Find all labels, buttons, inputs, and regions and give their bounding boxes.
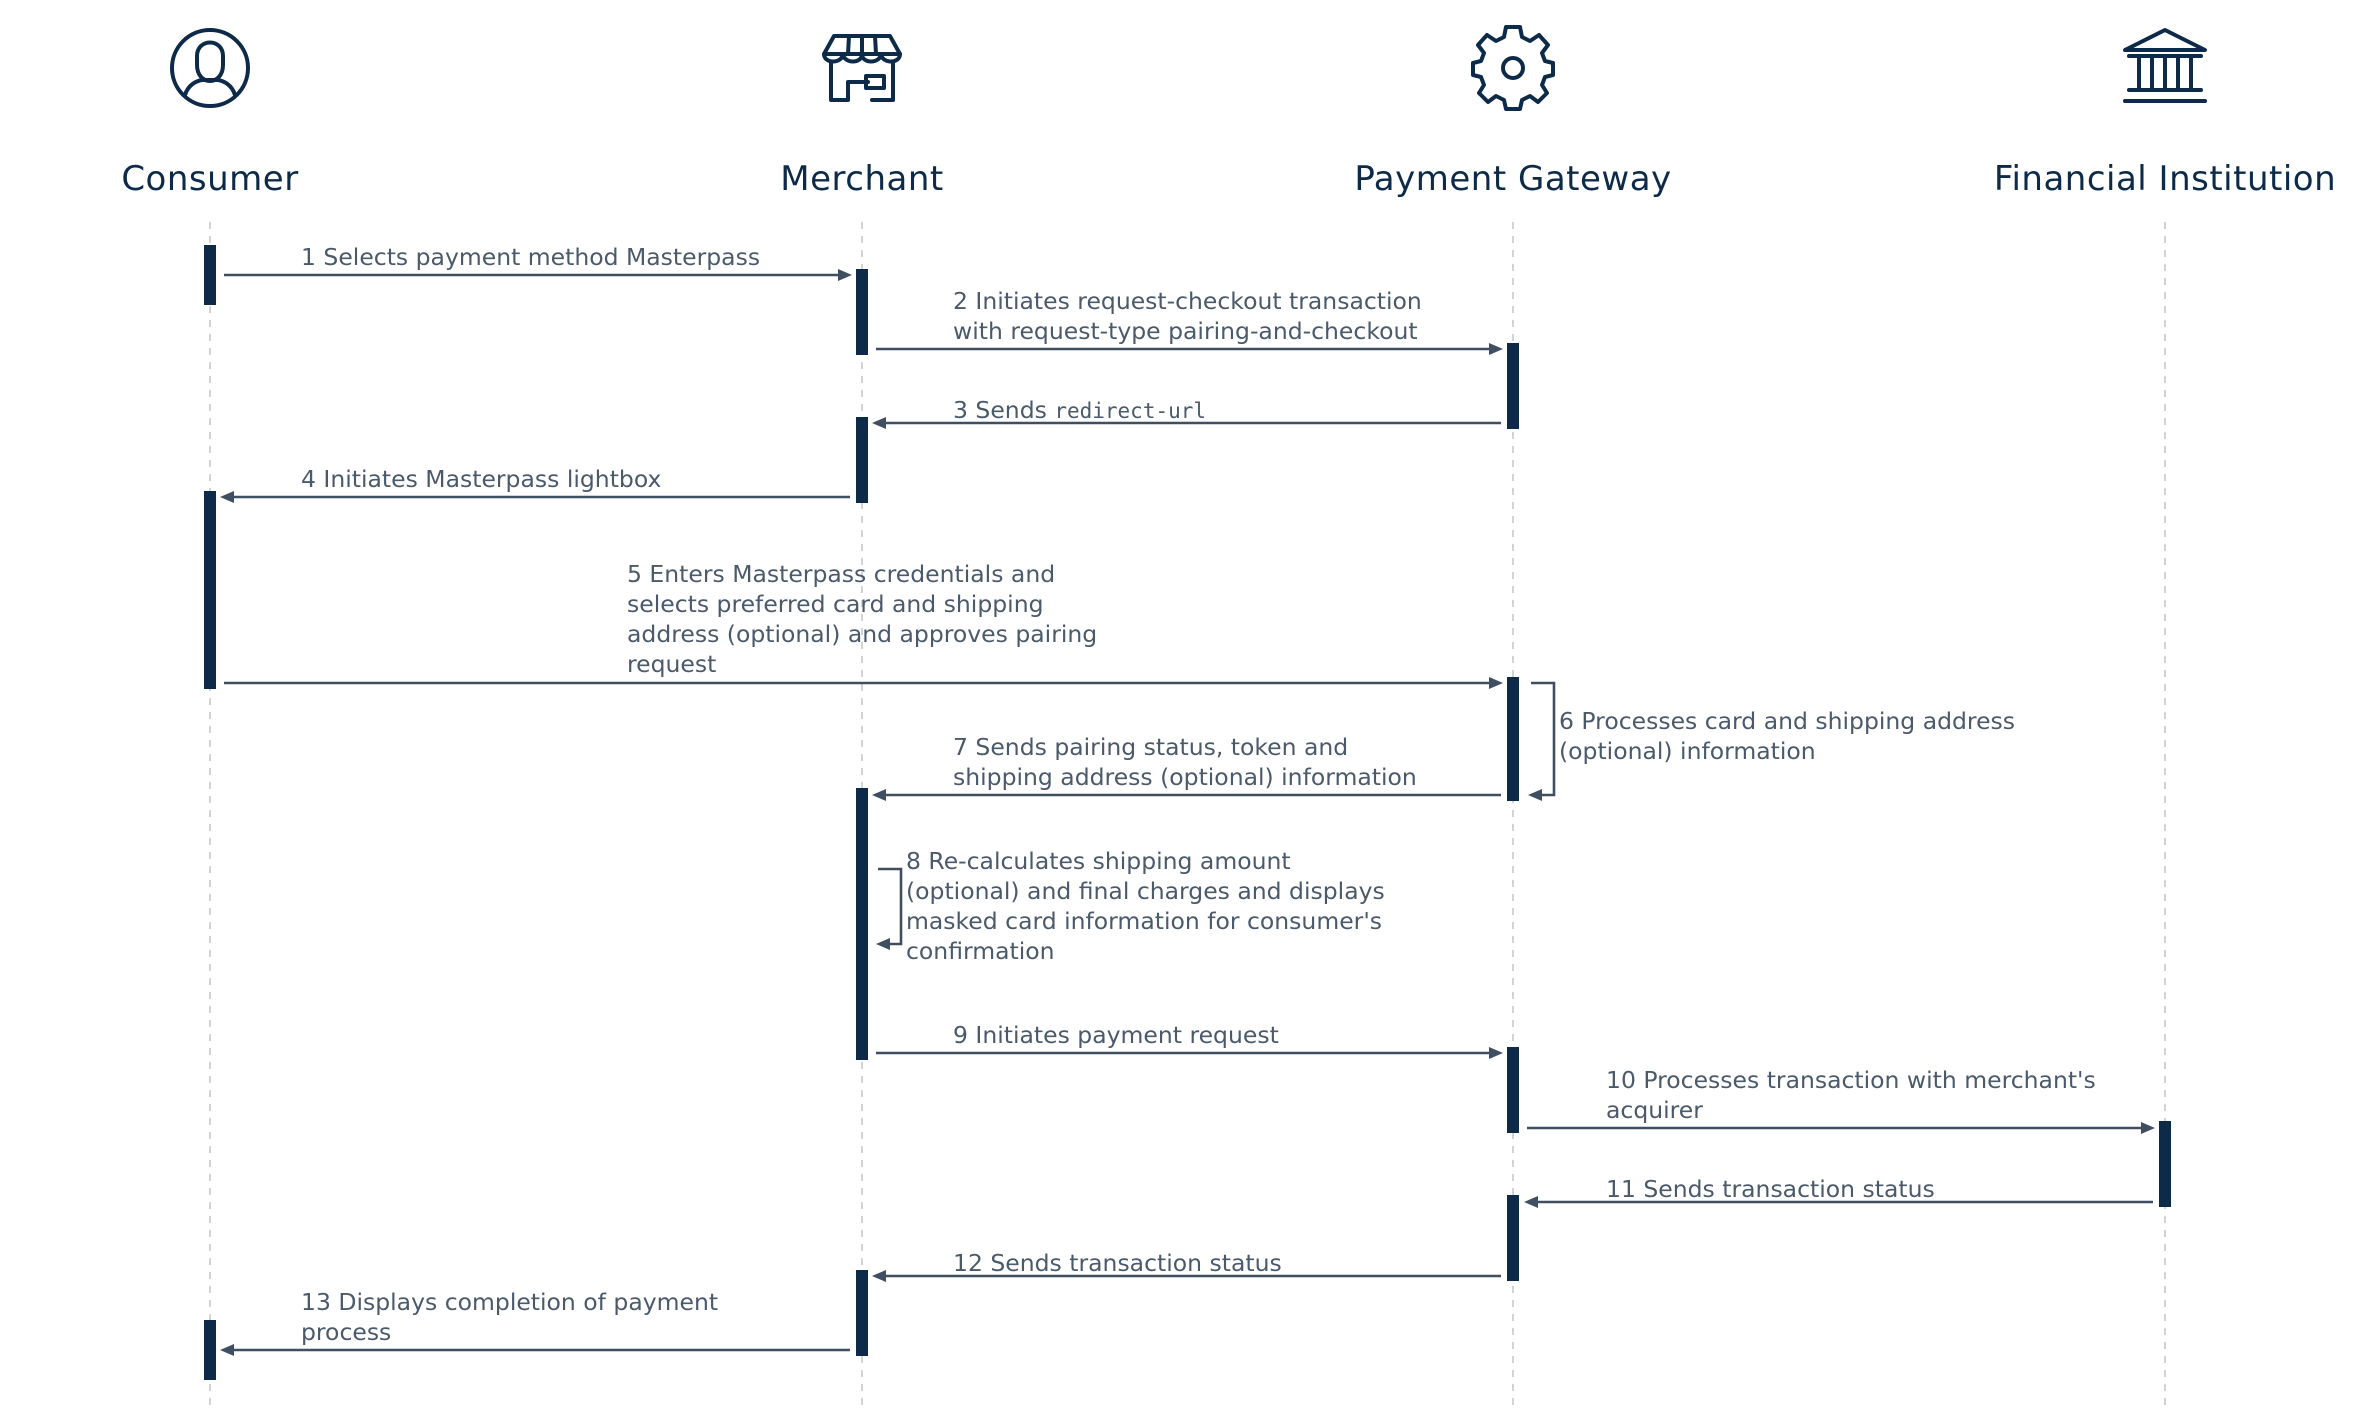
arrow-head [876, 938, 890, 950]
message-label: 10 Processes transaction with merchant's [1606, 1066, 2096, 1094]
message-label: 8 Re-calculates shipping amount [906, 847, 1291, 875]
message-label: 7 Sends pairing status, token and [953, 733, 1348, 761]
message-10: 10 Processes transaction with merchant's… [1527, 1066, 2155, 1134]
message-label: 3 Sends redirect-url [953, 396, 1206, 424]
arrow-head [872, 1270, 886, 1282]
message-9: 9 Initiates payment request [876, 1021, 1503, 1059]
message-label: address (optional) and approves pairing [627, 620, 1097, 648]
message-6: 6 Processes card and shipping address (o… [1528, 681, 2015, 801]
activation-bar [856, 788, 868, 1060]
person-icon [170, 28, 250, 108]
message-label: 5 Enters Masterpass credentials and [627, 560, 1055, 588]
arrow-head [2141, 1122, 2155, 1134]
activation-bar [204, 1320, 216, 1380]
activation-bar [204, 491, 216, 689]
activation-bar [1507, 1047, 1519, 1133]
message-12: 12 Sends transaction status [872, 1249, 1501, 1282]
message-label: 9 Initiates payment request [953, 1021, 1279, 1049]
message-13: 13 Displays completion of payment proces… [220, 1288, 850, 1356]
activation-bar [856, 1270, 868, 1356]
arrow-head [872, 417, 886, 429]
message-label-text: 3 Sends [953, 396, 1054, 424]
activation-bar [204, 245, 216, 305]
message-label: process [301, 1318, 391, 1346]
activation-bars [204, 245, 2171, 1380]
actor-payment-gateway-label: Payment Gateway [1354, 159, 1671, 199]
code-text: redirect-url [1054, 399, 1206, 423]
arrow-head [1489, 1047, 1503, 1059]
actor-merchant-label: Merchant [780, 159, 943, 199]
message-1: 1 Selects payment method Masterpass [224, 243, 852, 281]
message-11: 11 Sends transaction status [1524, 1175, 2153, 1208]
message-label: (optional) and final charges and display… [906, 877, 1385, 905]
message-label: 2 Initiates request-checkout transaction [953, 287, 1422, 315]
message-label: (optional) information [1559, 737, 1816, 765]
message-label: 6 Processes card and shipping address [1559, 707, 2015, 735]
gear-icon [1471, 25, 1555, 111]
activation-bar [856, 417, 868, 503]
message-label: request [627, 650, 716, 678]
message-4: 4 Initiates Masterpass lightbox [220, 465, 850, 503]
message-label: selects preferred card and shipping [627, 590, 1044, 618]
arrow-head [1524, 1196, 1538, 1208]
message-label: 13 Displays completion of payment [301, 1288, 718, 1316]
message-5: 5 Enters Masterpass credentials and sele… [224, 560, 1503, 689]
self-message-arrow [878, 867, 903, 946]
actor-financial-institution-label: Financial Institution [1994, 159, 2336, 199]
arrow-head [838, 269, 852, 281]
message-label: with request-type pairing-and-checkout [953, 317, 1418, 345]
message-label: 1 Selects payment method Masterpass [301, 243, 760, 271]
activation-bar [856, 269, 868, 355]
message-8: 8 Re-calculates shipping amount (optiona… [876, 847, 1385, 965]
activation-bar [1507, 677, 1519, 801]
storefront-icon [822, 34, 902, 102]
activation-bar [1507, 1195, 1519, 1281]
arrow-head [1489, 343, 1503, 355]
activation-bar [1507, 343, 1519, 429]
message-3: 3 Sends redirect-url [872, 396, 1501, 429]
message-label: shipping address (optional) information [953, 763, 1417, 791]
arrow-head [220, 1344, 234, 1356]
message-7: 7 Sends pairing status, token and shippi… [872, 733, 1501, 801]
arrow-head [1528, 789, 1542, 801]
self-message-arrow [1531, 681, 1556, 797]
message-label: 12 Sends transaction status [953, 1249, 1282, 1277]
arrow-head [220, 491, 234, 503]
arrow-head [872, 789, 886, 801]
actor-consumer-label: Consumer [121, 159, 298, 199]
message-label: masked card information for consumer's [906, 907, 1382, 935]
bank-icon [2123, 28, 2207, 103]
message-label: 11 Sends transaction status [1606, 1175, 1935, 1203]
arrow-head [1489, 677, 1503, 689]
message-label: acquirer [1606, 1096, 1703, 1124]
activation-bar [2159, 1121, 2171, 1207]
message-label: confirmation [906, 937, 1055, 965]
message-2: 2 Initiates request-checkout transaction… [876, 287, 1503, 355]
message-label: 4 Initiates Masterpass lightbox [301, 465, 661, 493]
